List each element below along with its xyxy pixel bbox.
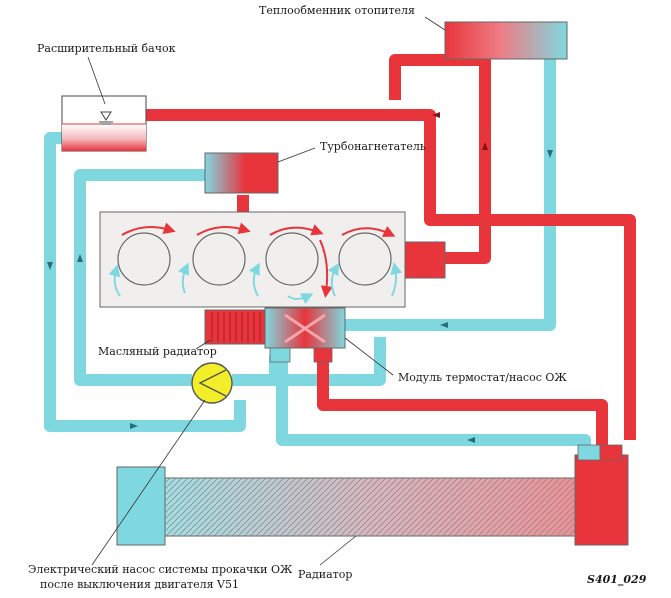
engine-outlet-housing: [404, 241, 446, 279]
cylinder-2: [192, 232, 246, 286]
cold-flow-arrows: [108, 262, 403, 305]
pipe-flow-arrows-hot: [432, 112, 488, 150]
cold-pipe-turbo-return: [74, 169, 205, 386]
level-mark-icon: [100, 111, 112, 121]
turbocharger: [204, 152, 279, 194]
radiator: [116, 444, 629, 546]
electric-pump-v51: [191, 362, 233, 404]
thermostat-pump-module: [264, 307, 346, 363]
label-electric-pump-line2: после выключения двигателя V51: [40, 578, 239, 591]
cylinder-3: [265, 232, 319, 286]
cold-pipe-module-right: [240, 337, 386, 386]
hot-pipe-heater-feed: [389, 54, 491, 264]
leader-lines: [87, 16, 446, 566]
label-turbocharger: Турбонагнетатель: [320, 140, 426, 153]
heater-core: [444, 21, 568, 60]
cylinder-1: [117, 232, 171, 286]
pipe-flow-arrows: [47, 150, 553, 443]
pump-symbol-icon: [198, 369, 227, 397]
hot-pipe-radiator-feed: [317, 345, 608, 455]
engine-block: [99, 211, 446, 308]
figure-code: S401_029: [587, 573, 647, 586]
label-radiator: Радиатор: [298, 568, 353, 581]
cold-pipe-heater-return: [345, 55, 556, 331]
label-electric-pump-line1: Электрический насос системы прокачки ОЖ: [28, 563, 293, 576]
hot-pipe-tank-vent: [145, 109, 636, 440]
cylinder-4: [338, 232, 392, 286]
label-heater-core: Теплообменник отопителя: [259, 4, 415, 17]
hot-flow-arrows: [121, 222, 396, 298]
label-oil-cooler: Масляный радиатор: [98, 345, 217, 358]
label-expansion-tank: Расширительный бачок: [37, 42, 176, 55]
oil-cooler: [204, 309, 266, 345]
expansion-tank: [61, 95, 147, 152]
label-thermostat-pump: Модуль термостат/насос ОЖ: [398, 371, 567, 384]
hot-pipes: [145, 54, 636, 455]
